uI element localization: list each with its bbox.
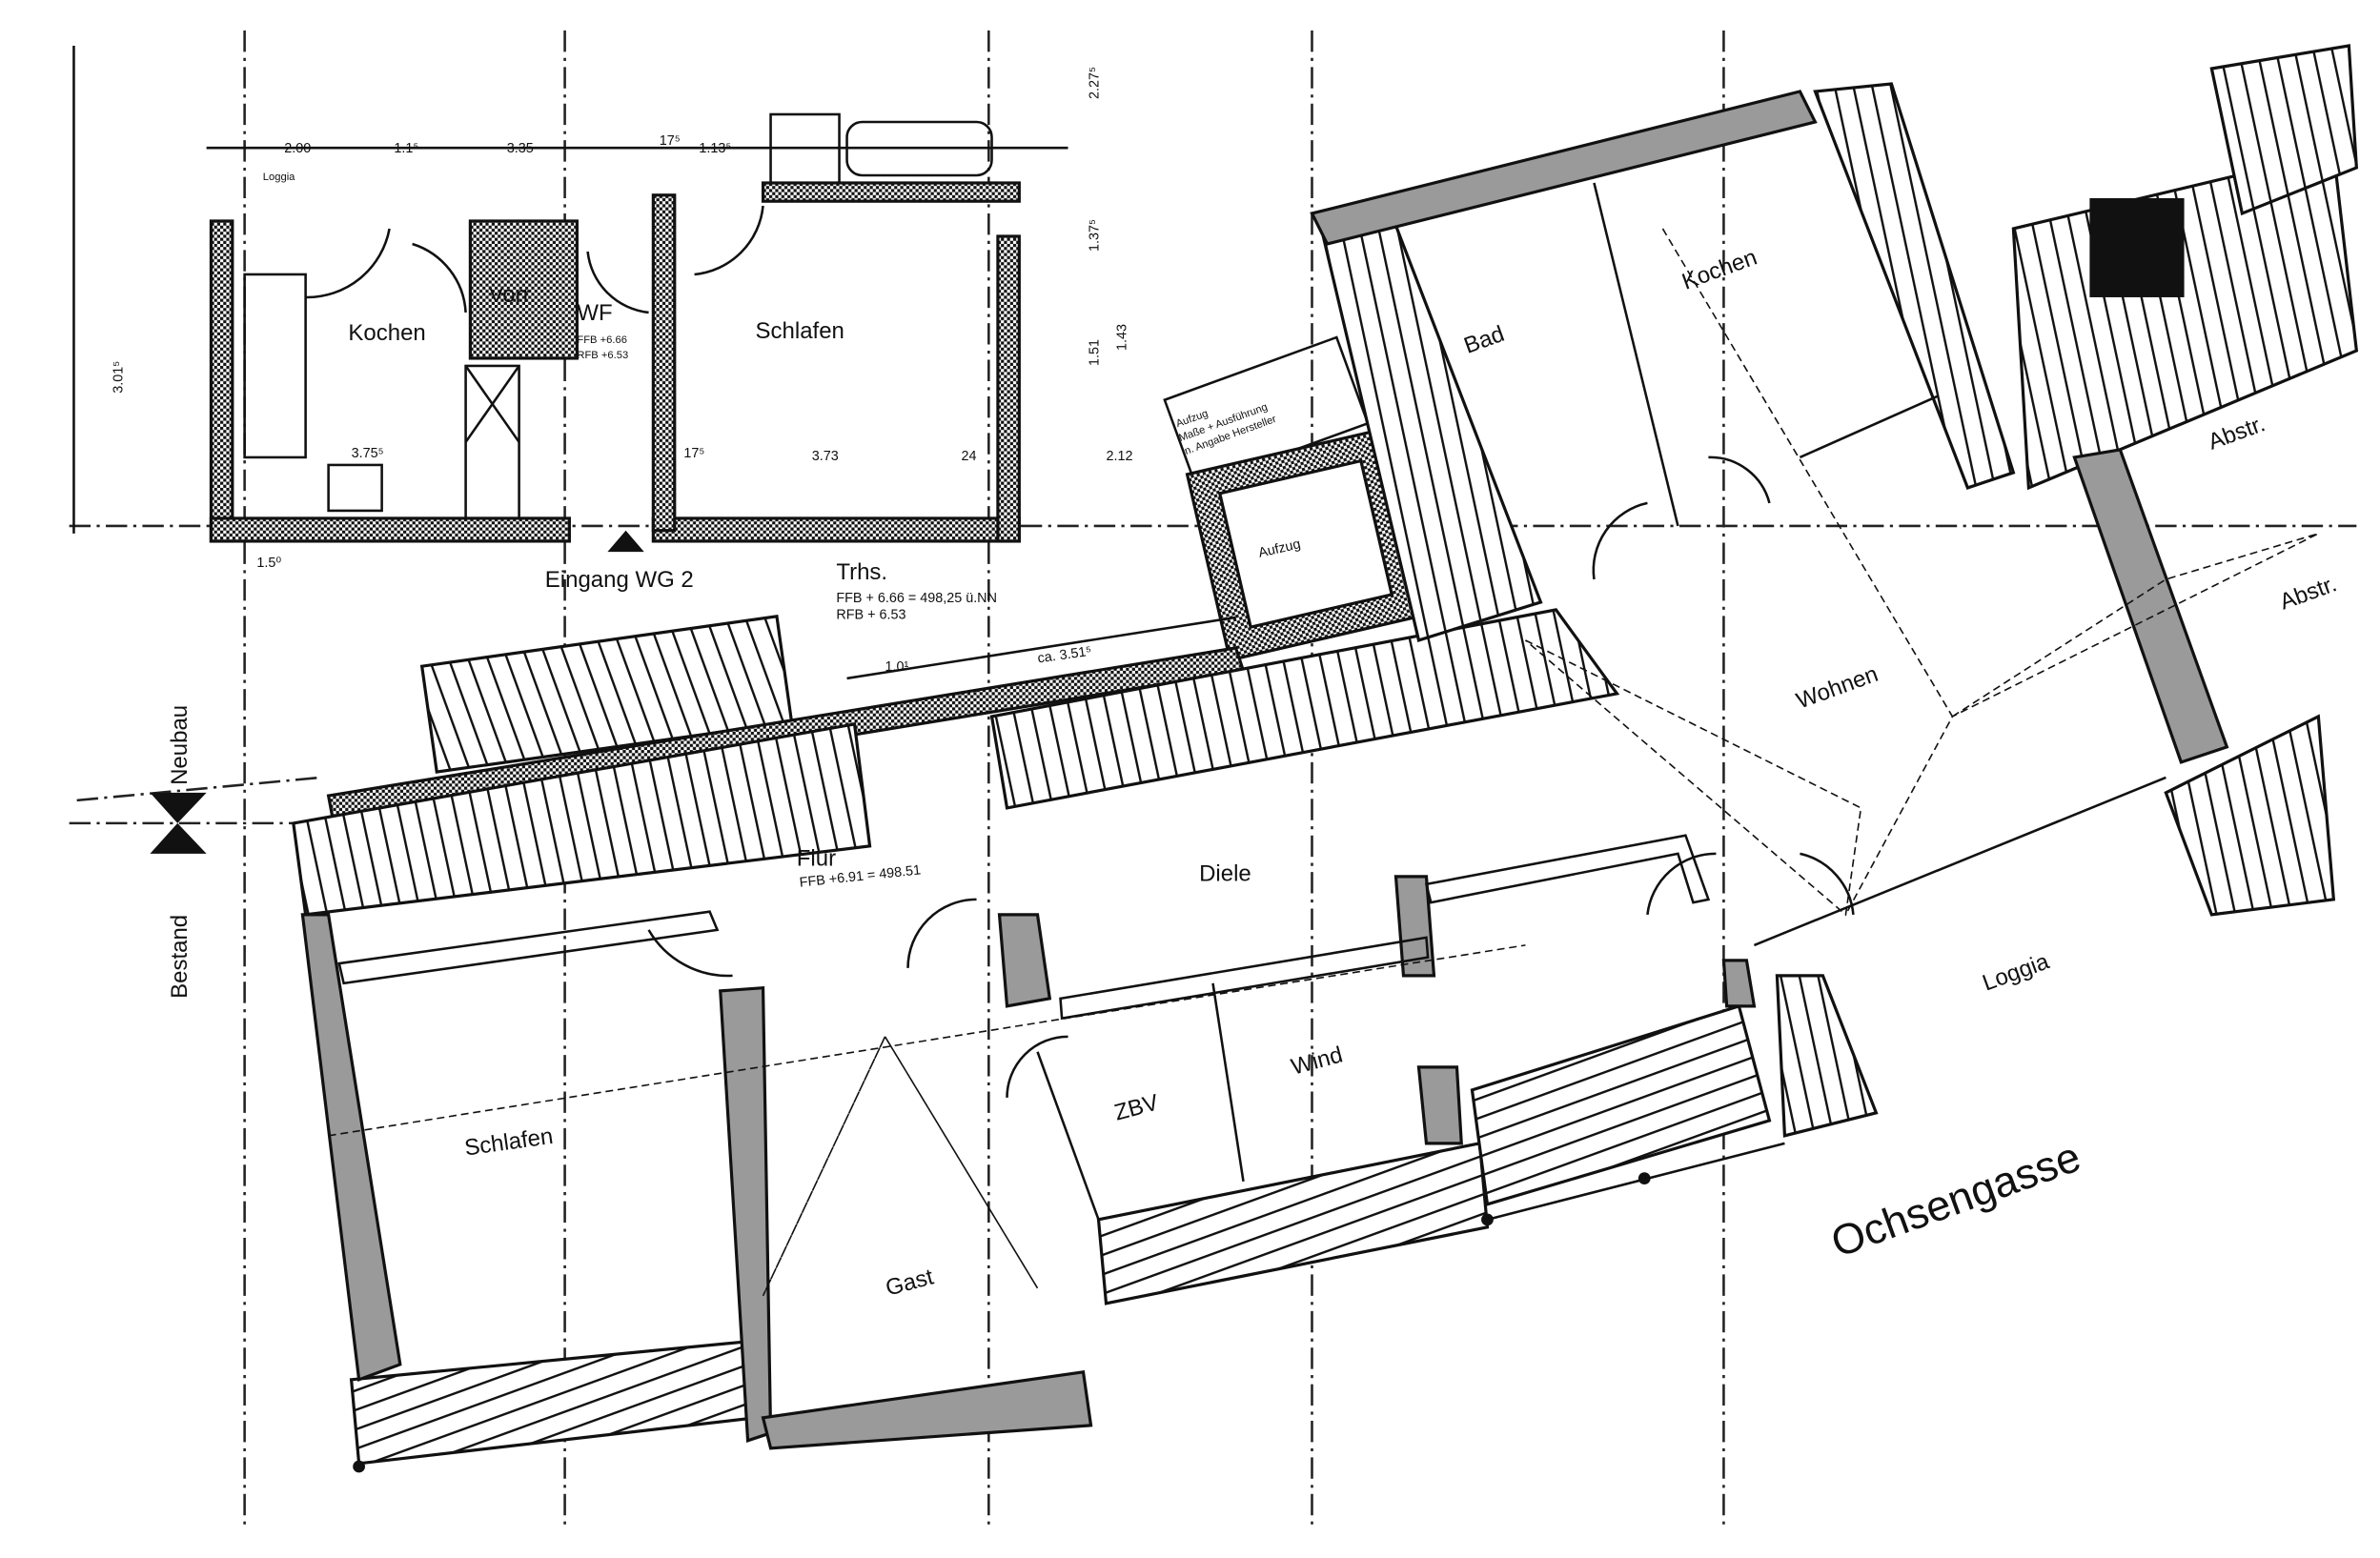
room-label-kochen-top: Kochen	[348, 320, 425, 346]
dimension: 3.75⁵	[352, 446, 384, 461]
dimension: 1.0¹	[885, 659, 909, 675]
dimension: 3.01⁵	[112, 361, 127, 394]
existing-building	[292, 44, 2359, 1473]
dimension: 17⁵	[683, 446, 704, 461]
entrance-label: Eingang WG 2	[545, 567, 694, 593]
room-label-wohnen: Wohnen	[1793, 661, 1882, 715]
loggia-note: Loggia	[263, 172, 295, 183]
dimension: 1.1⁵	[394, 141, 418, 156]
label-bestand: Bestand	[167, 915, 193, 999]
room-label-vorr: Vorr.	[489, 282, 536, 308]
new-building-unit	[209, 112, 1426, 774]
dimension: 17⁵	[660, 133, 681, 149]
room-label-wf: WF	[577, 300, 612, 326]
dimension: 1.13⁵	[699, 141, 731, 156]
dimension: 1.51	[1088, 339, 1103, 366]
dimension: 1.43	[1114, 324, 1129, 351]
room-label-trhs: Trhs.	[836, 559, 887, 585]
boundary-marker: Neubau Bestand	[76, 705, 321, 999]
room-label-wind: Wind	[1289, 1042, 1346, 1080]
street-name: Ochsengasse	[1825, 1133, 2086, 1267]
dimension: 1.37⁵	[1088, 219, 1103, 252]
dimension: 3.73	[812, 449, 839, 464]
stairwell-level-ffb: FFB + 6.66 = 498,25 ü.NN	[836, 591, 997, 606]
room-label-gast: Gast	[883, 1264, 936, 1301]
room-label-schlafen-top: Schlafen	[756, 318, 844, 344]
room-label-flur: Flur	[797, 846, 836, 872]
wc-level-ffb: FFB +6.66	[577, 334, 627, 346]
stairwell-level-rfb: RFB + 6.53	[836, 608, 905, 623]
label-neubau: Neubau	[167, 705, 193, 785]
room-label-kochen-right: Kochen	[1678, 244, 1760, 294]
room-label-bad: Bad	[1460, 321, 1507, 359]
wc-level-rfb: RFB +6.53	[577, 350, 628, 361]
dimension: 2.00	[284, 141, 311, 156]
room-label-abstr-2: Abstr.	[2276, 571, 2340, 615]
dimension: 3.35	[507, 141, 534, 156]
dimension: 24	[962, 449, 977, 464]
dimension: 2.27⁵	[1088, 67, 1103, 99]
room-label-abstr-1: Abstr.	[2205, 411, 2268, 455]
dimension: 2.12	[1107, 449, 1133, 464]
room-label-schlafen-bottom: Schlafen	[463, 1123, 555, 1162]
dimension: ca. 3.51⁵	[1037, 644, 1093, 667]
room-label-diele: Diele	[1199, 861, 1251, 887]
room-label-zbv: ZBV	[1111, 1089, 1161, 1125]
new-unit-labels: Kochen Vorr. WF FFB +6.66 RFB +6.53 Schl…	[112, 67, 1302, 675]
dimension: 1.5⁰	[256, 556, 281, 571]
room-label-loggia: Loggia	[1979, 948, 2053, 996]
